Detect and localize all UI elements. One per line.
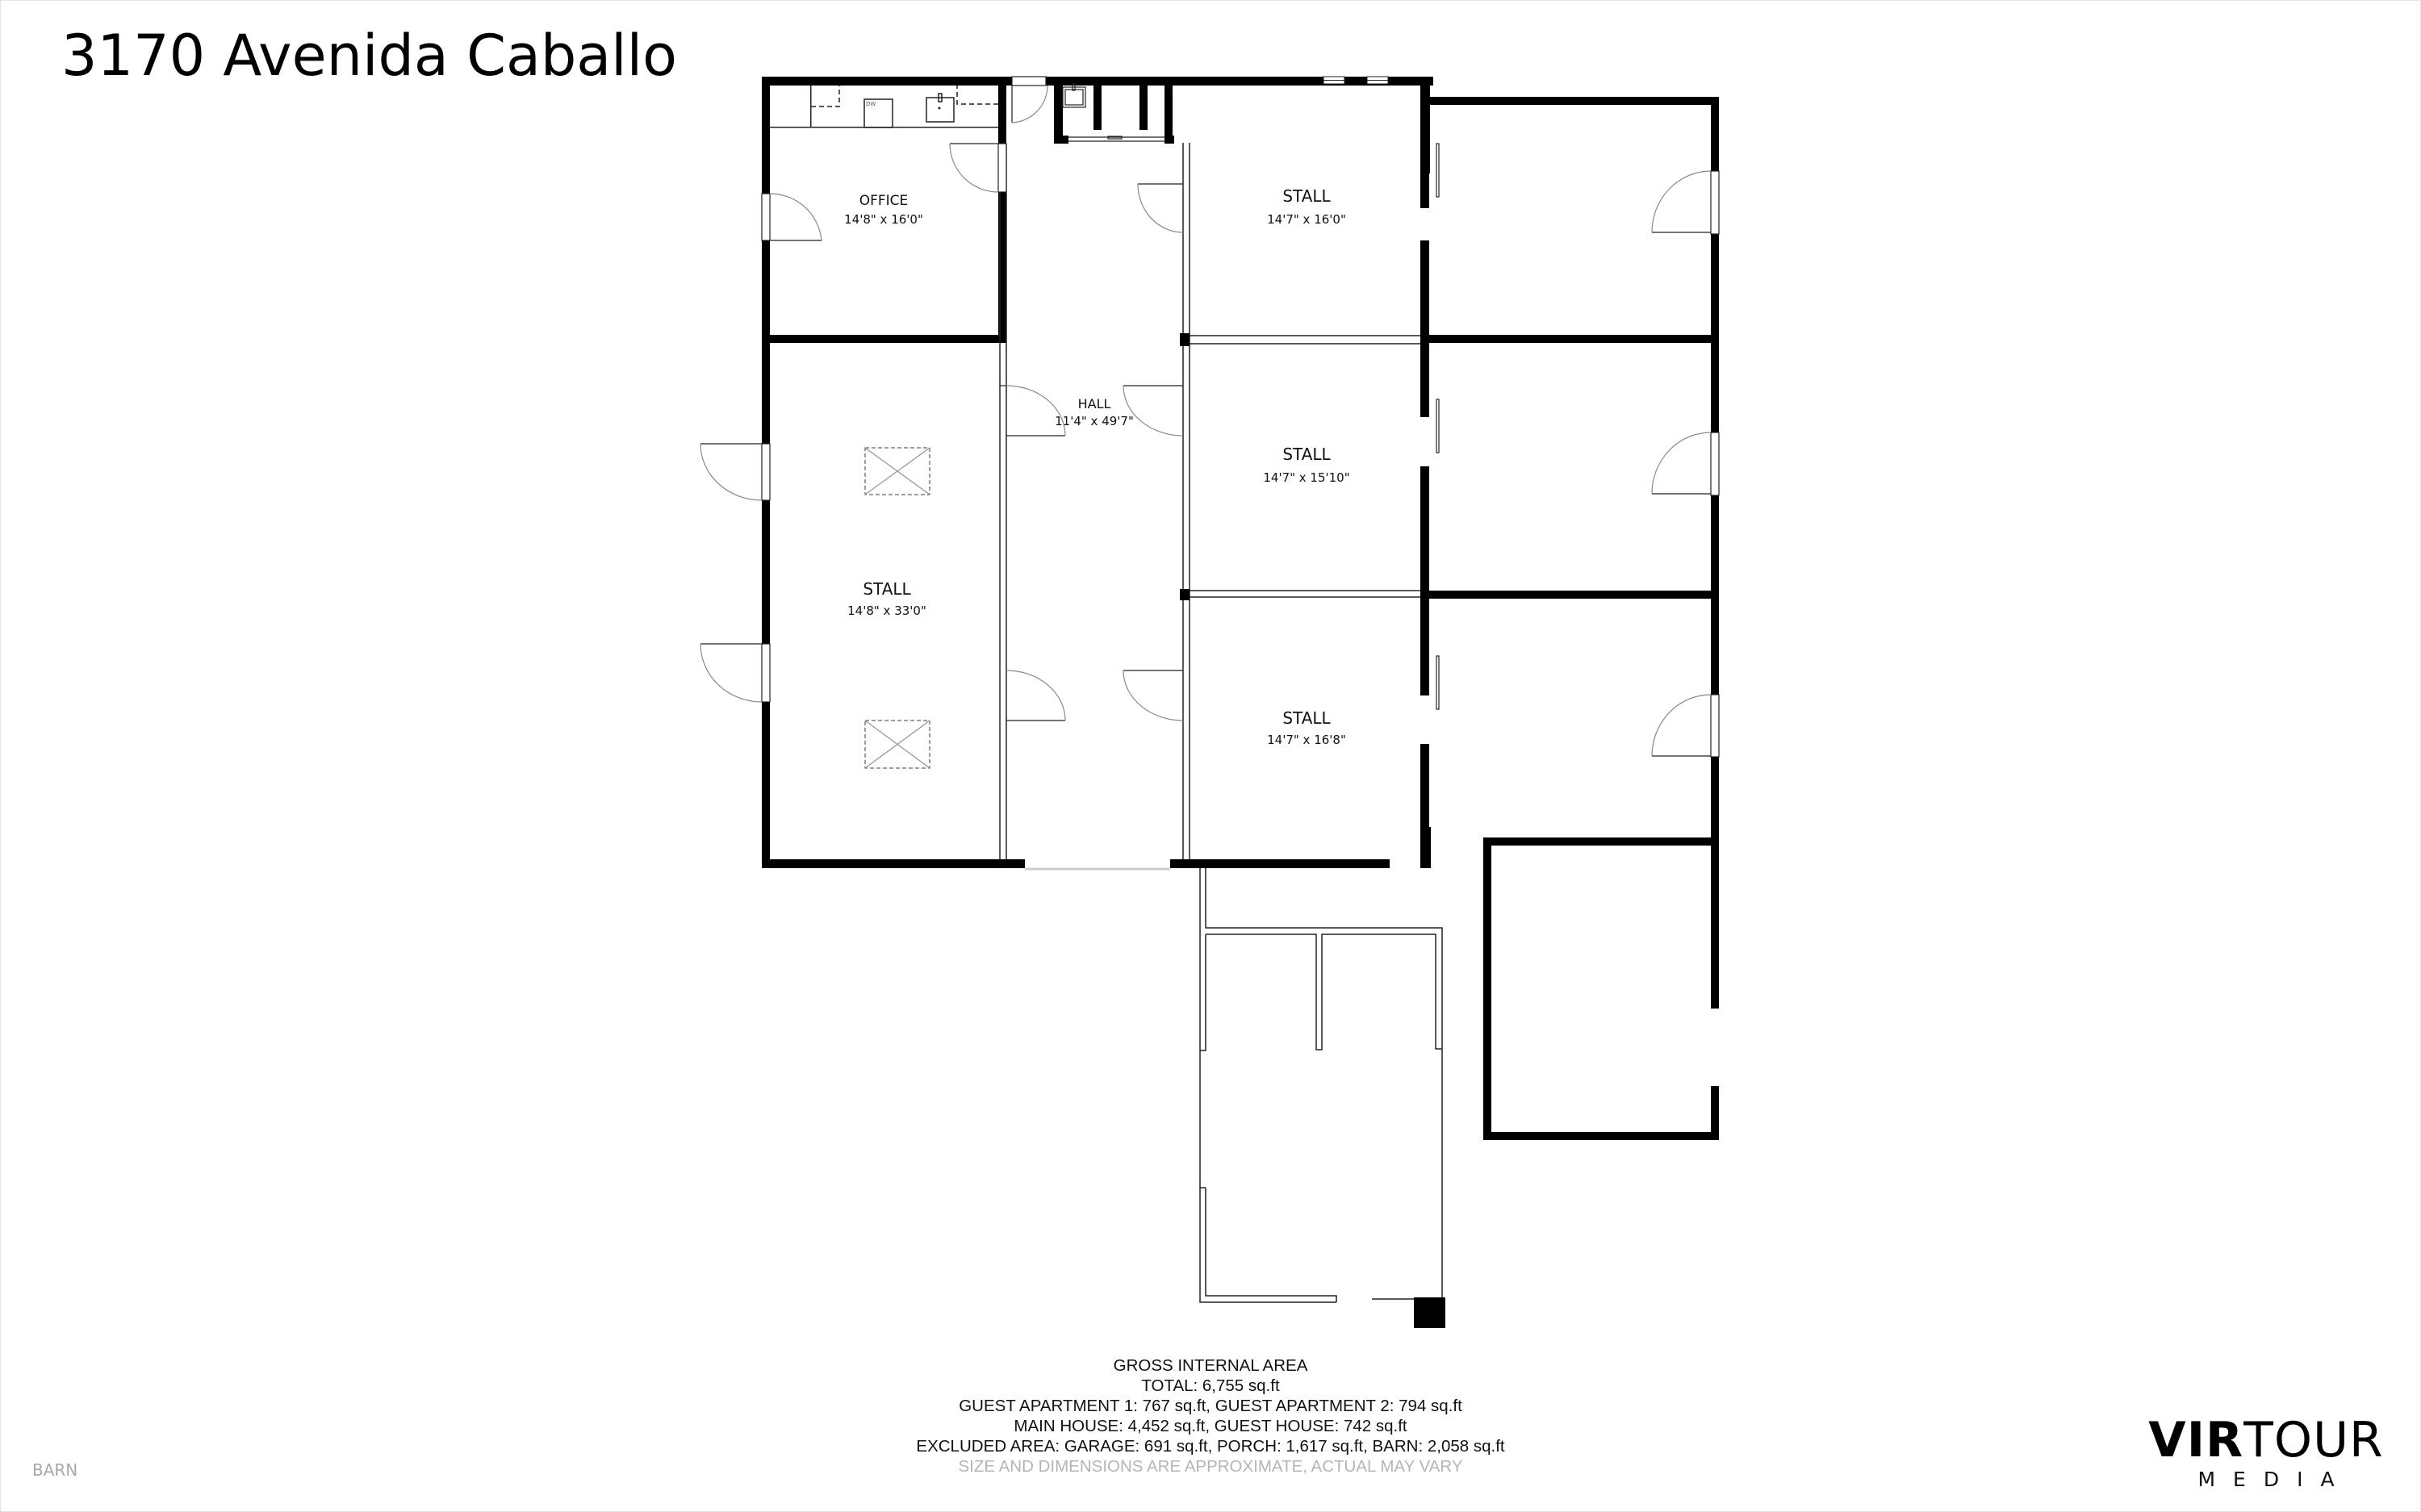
stall-outer-walls: [1420, 77, 1429, 868]
dishwasher-icon: [863, 98, 893, 128]
porch-post: [1414, 1297, 1445, 1328]
hall-posts: [1180, 333, 1190, 600]
area-disclaimer: SIZE AND DIMENSIONS ARE APPROXIMATE, ACT…: [958, 1457, 1463, 1476]
windows: [1323, 76, 1389, 85]
room-name-stall-large: STALL: [863, 579, 911, 599]
logo-mark-light: TOUR: [2243, 1412, 2384, 1468]
floor-name-label: BARN: [32, 1460, 78, 1480]
area-heading: GROSS INTERNAL AREA: [1113, 1356, 1308, 1375]
hatch-markers: [864, 447, 930, 769]
area-guest-apartments: GUEST APARTMENT 1: 767 sq.ft, GUEST APAR…: [959, 1397, 1462, 1415]
room-name-office: OFFICE: [859, 193, 909, 209]
room-dims-stall-2: 14'7" x 15'10": [1263, 470, 1349, 485]
room-dims-stall-large: 14'8" x 33'0": [847, 604, 926, 618]
dishwasher-label: DW: [866, 101, 876, 107]
room-dims-office: 14'8" x 16'0": [844, 212, 923, 227]
logo-mark-bold: VIR: [2148, 1412, 2244, 1468]
logo-wordmark: VIRTOUR: [2121, 1416, 2411, 1464]
outer-run-walls: [1429, 97, 1719, 1140]
room-name-stall-1: STALL: [1282, 186, 1331, 206]
hall-walls: [999, 143, 1420, 871]
area-total: TOTAL: 6,755 sq.ft: [1141, 1376, 1280, 1395]
gross-internal-area: GROSS INTERNAL AREA TOTAL: 6,755 sq.ft G…: [807, 1355, 1614, 1476]
sink-icon: [926, 97, 955, 123]
office-walls: [762, 77, 1006, 343]
area-main-guest-house: MAIN HOUSE: 4,452 sq.ft, GUEST HOUSE: 74…: [1014, 1417, 1407, 1435]
utility-block: [1054, 77, 1174, 144]
sliding-doors: [1436, 143, 1440, 710]
room-dims-hall: 11'4" x 49'7": [1055, 414, 1134, 428]
virtour-logo: VIRTOUR MEDIA: [2121, 1416, 2411, 1491]
room-dims-stall-1: 14'7" x 16'0": [1267, 212, 1346, 227]
logo-subtitle: MEDIA: [2197, 1468, 2352, 1491]
room-name-hall: HALL: [1078, 396, 1111, 411]
room-name-stall-2: STALL: [1282, 445, 1331, 464]
room-name-stall-3: STALL: [1282, 708, 1331, 728]
room-labels: OFFICE 14'8" x 16'0" HALL 11'4" x 49'7" …: [844, 186, 1350, 747]
page-title: 3170 Avenida Caballo: [61, 23, 677, 89]
door-swings: [700, 76, 1720, 758]
kitchen-fixtures: [811, 86, 998, 128]
utility-sink: [1062, 83, 1165, 142]
room-dims-stall-3: 14'7" x 16'8": [1267, 733, 1346, 747]
area-excluded: EXCLUDED AREA: GARAGE: 691 sq.ft, PORCH:…: [916, 1437, 1505, 1456]
porch-outline: [1199, 868, 1443, 1303]
